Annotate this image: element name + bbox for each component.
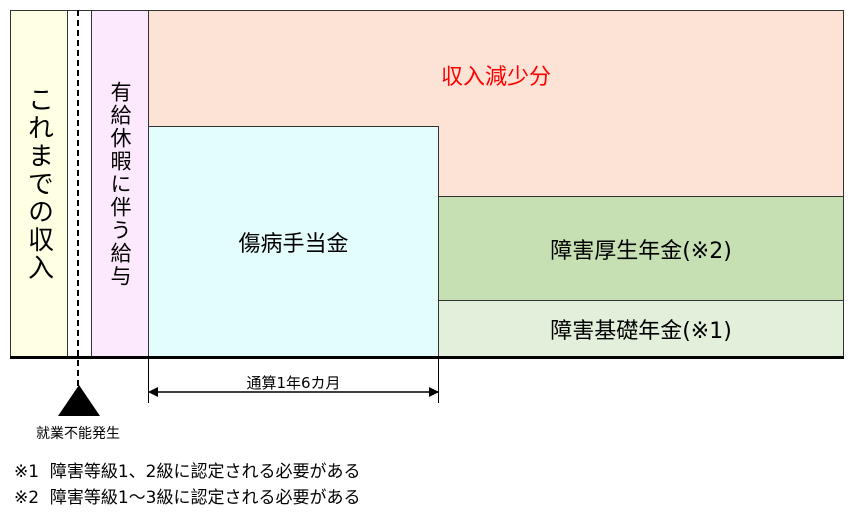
gap-box — [67, 10, 92, 358]
note-1: ※1 障害等級1、2級に認定される必要がある — [14, 462, 361, 482]
period-tick-right — [438, 358, 439, 403]
employee-pension-box: 障害厚生年金(※2) — [438, 196, 844, 301]
period-label: 通算1年6カ月 — [246, 374, 341, 392]
income-loss-label: 収入減少分 — [440, 65, 551, 90]
period-tick-left — [148, 358, 149, 403]
onset-triangle-icon — [58, 385, 100, 416]
sickness-allowance-box: 傷病手当金 — [148, 126, 439, 358]
baseline — [10, 356, 844, 359]
onset-label: 就業不能発生 — [36, 426, 120, 442]
basic-pension-box: 障害基礎年金(※1) — [438, 300, 844, 358]
prior-income-box: これまでの収入 — [10, 10, 68, 358]
dashed-onset-line — [77, 10, 79, 386]
period-arrow — [148, 387, 439, 397]
paid-leave-box: 有給休暇に伴う給与 — [91, 10, 149, 358]
note-2: ※2 障害等級1～3級に認定される必要がある — [14, 488, 361, 508]
